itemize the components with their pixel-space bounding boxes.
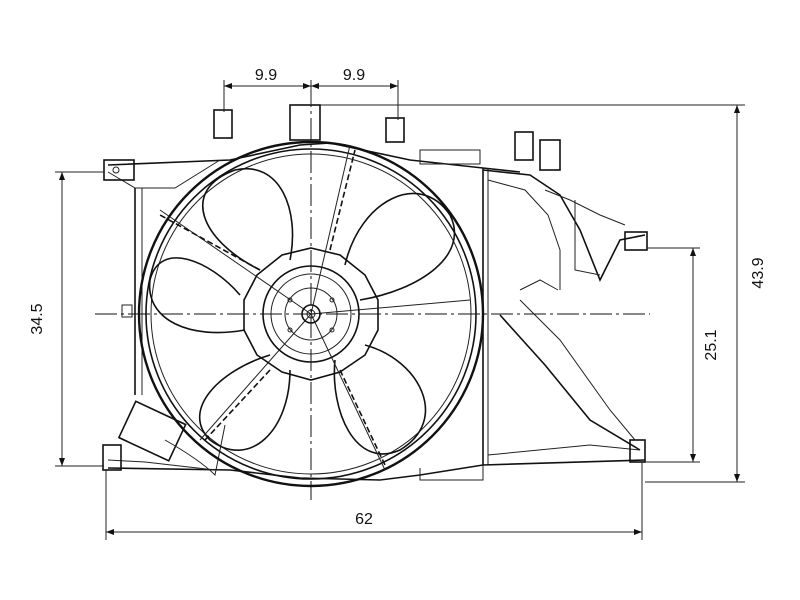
center-lines bbox=[95, 85, 650, 500]
top-clip-right bbox=[385, 117, 405, 143]
top-clip-center bbox=[289, 104, 321, 141]
top-clip-left bbox=[213, 109, 233, 139]
terminal-1 bbox=[514, 131, 534, 161]
fan-blades bbox=[148, 144, 471, 471]
mount-tab-bottom-right bbox=[629, 439, 646, 463]
dim-label-left-height: 34.5 bbox=[29, 303, 46, 334]
mount-tab-bottom-left bbox=[102, 444, 122, 471]
right-connector bbox=[624, 231, 648, 251]
left-connector bbox=[117, 400, 187, 462]
dimension-lines bbox=[55, 80, 745, 540]
mount-tab-top-left bbox=[103, 159, 135, 181]
dim-label-right-outer-height: 43.9 bbox=[750, 257, 767, 288]
dim-label-bottom-width: 62 bbox=[355, 511, 373, 528]
dim-label-top-left: 9.9 bbox=[255, 67, 277, 84]
dim-label-top-right: 9.9 bbox=[343, 67, 365, 84]
dim-label-right-inner-height: 25.1 bbox=[703, 329, 720, 360]
terminal-2 bbox=[539, 139, 561, 171]
